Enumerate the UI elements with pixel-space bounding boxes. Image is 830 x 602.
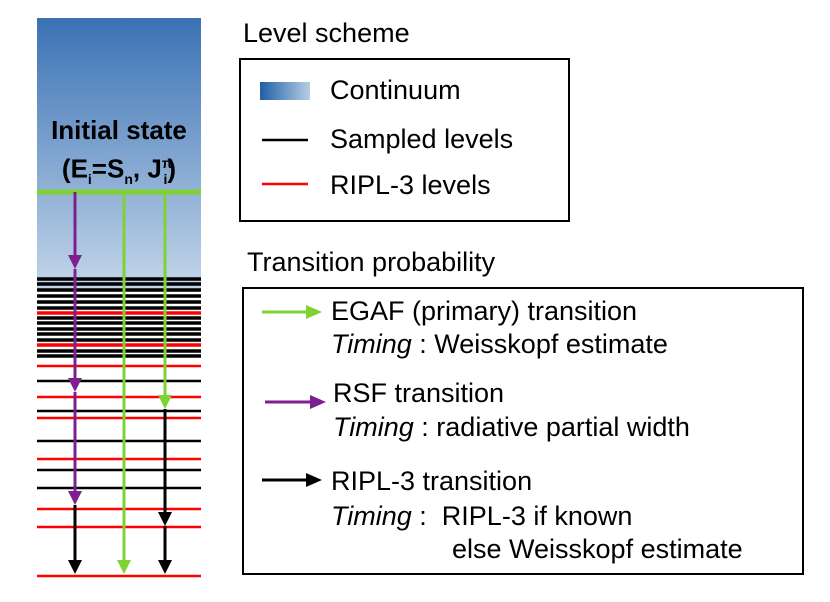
ripl-timing-else: else Weisskopf estimate [452,534,743,564]
egaf-label: EGAF (primary) transition [331,296,638,326]
ripl-transition-arrow [158,409,172,526]
legend-rsf-arrow [265,395,326,409]
egaf-transition-arrow [158,192,172,409]
rsf-transition-arrow [68,392,82,505]
transition-legend-box [242,287,804,575]
ripl-transition-label: RIPL-3 transition [331,466,533,496]
ripl-transition-arrow [158,526,172,574]
transition-probability-heading: Transition probability [247,247,496,277]
rsf-label: RSF transition [333,378,505,408]
initial-state-formula: (Ei=Sn, Jπi) [61,153,177,187]
ripl-transition-arrow [68,505,82,574]
legend-sampled-label: Sampled levels [330,124,514,154]
rsf-transition-arrow [68,269,82,392]
legend-ripl-label: RIPL-3 levels [330,170,491,200]
egaf-transition-arrow [117,192,131,574]
rsf-transition-arrow [68,192,82,269]
legend-continuum-label: Continuum [330,75,461,105]
legend-egaf-arrow [262,305,322,319]
legend-continuum-swatch [260,82,310,100]
initial-state-label: Initial state (Ei=Sn, Jπi) [37,114,201,196]
level-scheme-heading: Level scheme [243,18,410,48]
egaf-timing: Timing : Weisskopf estimate [331,329,668,359]
initial-state-title: Initial state [51,115,187,145]
ripl-timing: Timing : RIPL-3 if known [331,501,633,531]
continuum-region [37,18,201,290]
transition-arrows [68,192,172,574]
rsf-timing: Timing : radiative partial width [333,412,690,442]
level-lines [37,277,201,578]
legend-ripl-arrow [262,473,322,487]
level-scheme-legend-box [239,58,570,222]
